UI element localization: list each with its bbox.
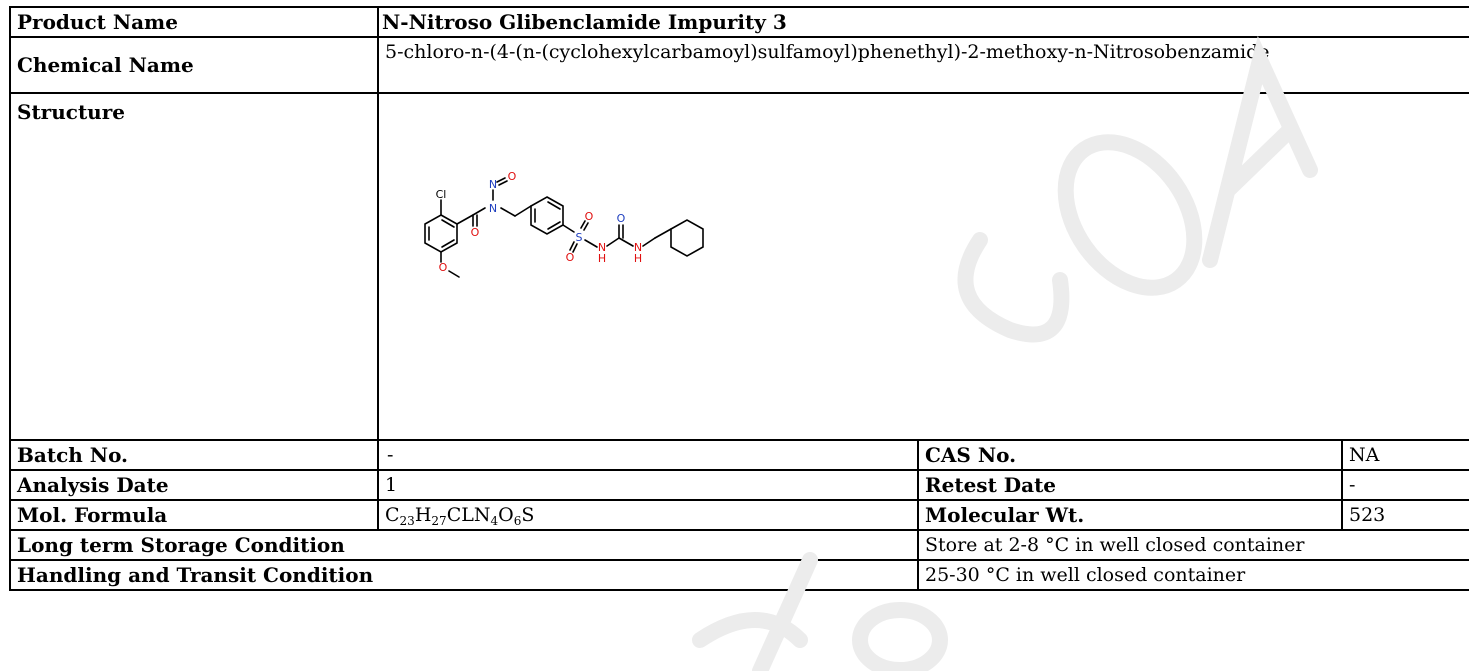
- formula-subscript: 6: [513, 514, 522, 528]
- structure-image: Cl O O N N O S O O N H O N H: [424, 170, 704, 278]
- handling-condition-value: 25-30 °C in well closed container: [916, 559, 1469, 591]
- row-storage: Long term Storage Condition Store at 2-8…: [9, 529, 1469, 561]
- formula-text: C23H27CLN4O6S: [385, 504, 535, 528]
- atom-cl: Cl: [436, 188, 447, 201]
- cas-no-label: CAS No.: [917, 439, 1343, 471]
- cyclohexyl-ring: [670, 219, 704, 257]
- molecular-wt-label: Molecular Wt.: [917, 499, 1343, 531]
- atom-o-s1: O: [585, 210, 594, 223]
- atom-h-urea: H: [634, 252, 642, 265]
- row-handling: Handling and Transit Condition 25-30 °C …: [9, 559, 1469, 591]
- atom-o-carbonyl: O: [471, 226, 480, 239]
- chemical-name-value: 5-chloro-n-(4-(n-(cyclohexylcarbamoyl)su…: [376, 36, 1469, 94]
- analysis-date-value: 1: [377, 469, 919, 501]
- cas-no-value: NA: [1340, 439, 1469, 471]
- formula-subscript: 4: [490, 514, 499, 528]
- storage-condition-value: Store at 2-8 °C in well closed container: [916, 529, 1469, 561]
- row-chemical-name: Chemical Name 5-chloro-n-(4-(n-(cyclohex…: [9, 36, 1469, 94]
- retest-date-value: -: [1340, 469, 1469, 501]
- structure-label: Structure: [9, 92, 379, 441]
- chemical-name-label: Chemical Name: [9, 36, 379, 94]
- row-product-name: Product Name N-Nitroso Glibenclamide Imp…: [9, 6, 1469, 38]
- storage-condition-label: Long term Storage Condition: [9, 529, 919, 561]
- mol-formula-value: C23H27CLN4O6S: [377, 499, 919, 531]
- coa-table: Product Name N-Nitroso Glibenclamide Imp…: [9, 6, 1469, 591]
- structure-cell: Cl O O N N O S O O N H O N H: [376, 92, 1469, 441]
- retest-date-label: Retest Date: [917, 469, 1343, 501]
- mol-formula-label: Mol. Formula: [9, 499, 379, 531]
- molecular-wt-value: 523: [1340, 499, 1469, 531]
- atom-h-sulfonamide: H: [598, 252, 606, 265]
- atom-n-nitroso: N: [489, 178, 497, 191]
- row-structure: Structure: [9, 92, 1469, 441]
- formula-subscript: 27: [431, 514, 447, 528]
- atom-o-urea: O: [617, 212, 626, 225]
- atom-n-sulfonamide: N: [598, 241, 606, 254]
- atom-o-nitroso: O: [508, 170, 517, 183]
- formula-subscript: 23: [399, 514, 415, 528]
- atom-o-methoxy: O: [439, 261, 448, 274]
- atom-n-amide: N: [489, 202, 497, 215]
- batch-no-label: Batch No.: [9, 439, 379, 471]
- row-analysis: Analysis Date 1 Retest Date -: [9, 469, 1469, 501]
- row-batch: Batch No. - CAS No. NA: [9, 439, 1469, 471]
- row-formula: Mol. Formula C23H27CLN4O6S Molecular Wt.…: [9, 499, 1469, 531]
- atom-o-s2: O: [566, 251, 575, 264]
- product-name-label: Product Name: [9, 6, 379, 38]
- atom-s: S: [576, 231, 583, 244]
- analysis-date-label: Analysis Date: [9, 469, 379, 501]
- product-name-value: N-Nitroso Glibenclamide Impurity 3: [376, 6, 1469, 38]
- atom-n-urea: N: [634, 241, 642, 254]
- batch-no-value: -: [377, 439, 919, 471]
- handling-condition-label: Handling and Transit Condition: [9, 559, 919, 591]
